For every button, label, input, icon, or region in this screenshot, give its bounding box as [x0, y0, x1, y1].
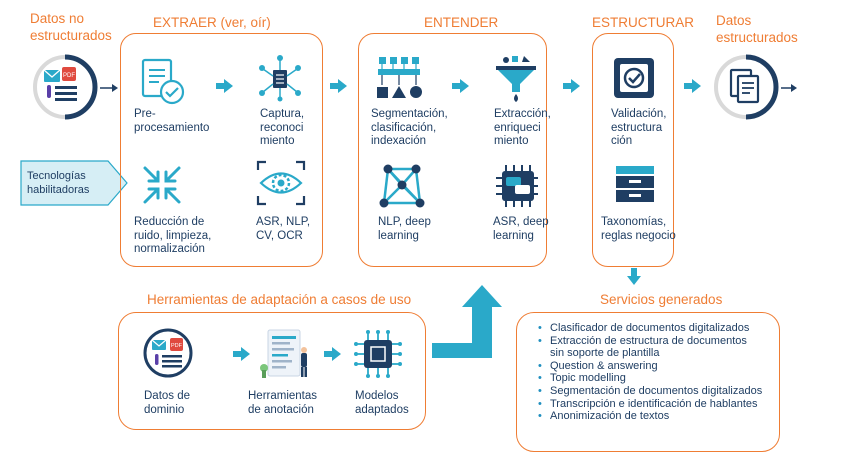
- neural-network-icon: [378, 163, 426, 209]
- herramientas-box: [118, 312, 426, 430]
- reduccion-label: Reducción de ruido, limpieza, normalizac…: [134, 216, 212, 255]
- arrow-icon: [216, 79, 233, 93]
- captura-label: Captura, reconoci miento: [260, 108, 305, 147]
- arrow-right-icon: [100, 84, 118, 92]
- structured-docs-icon: [711, 52, 781, 122]
- datos-no-estructurados-title: Datos no estructurados: [30, 11, 112, 43]
- servicios-title: Servicios generados: [600, 292, 723, 307]
- svg-text:PDF: PDF: [171, 343, 183, 349]
- chip-model-icon: [354, 330, 402, 378]
- arrow-icon: [324, 347, 341, 361]
- chip-chat-icon: [494, 163, 540, 209]
- arrow-icon: [563, 79, 580, 93]
- svg-text:PDF: PDF: [63, 73, 75, 79]
- herramientas-title: Herramientas de adaptación a casos de us…: [147, 292, 412, 307]
- capture-network-icon: [258, 54, 302, 102]
- servicios-box: [516, 312, 780, 452]
- document-check-icon: [141, 58, 187, 106]
- modelos-adaptados-label: Modelos adaptados: [355, 390, 409, 416]
- domain-data-icon: PDF: [143, 328, 193, 378]
- hierarchy-shapes-icon: [376, 55, 422, 103]
- preprocesamiento-label: Pre- procesamiento: [134, 108, 210, 134]
- validation-check-icon: [612, 56, 656, 100]
- list-item: sin soporte de plantilla: [550, 347, 660, 360]
- list-item: Extracción de estructura de documentos: [536, 335, 762, 348]
- archive-drawer-icon: [614, 164, 656, 204]
- servicios-list: Clasificador de documentos digitalizados…: [536, 322, 762, 423]
- entender-box: [358, 33, 547, 267]
- extraer-title: EXTRAER (ver, oír): [153, 15, 271, 30]
- arrow-right-icon: [781, 84, 797, 92]
- arrow-icon: [684, 79, 701, 93]
- asr-nlp-label: ASR, NLP, CV, OCR: [256, 216, 311, 242]
- arrow-icon: [452, 79, 469, 93]
- datos-dominio-label: Datos de dominio: [144, 390, 191, 416]
- arrow-icon: [233, 347, 250, 361]
- compress-arrows-icon: [141, 164, 183, 206]
- validacion-label: Validación, estructura ción: [611, 108, 667, 147]
- extraccion-label: Extracción, enriqueci miento: [494, 108, 551, 147]
- eye-gear-icon: [256, 160, 306, 206]
- nlp-deep-learning-label: NLP, deep learning: [378, 216, 431, 242]
- list-item: Topic modelling: [536, 372, 762, 385]
- feedback-arrow-icon: [432, 283, 512, 358]
- list-item: Clasificador de documentos digitalizados: [536, 322, 762, 335]
- list-item: Question & answering: [536, 360, 762, 373]
- datos-estructurados-title: Datos estructurados: [716, 13, 798, 45]
- asr-deep-learning-label: ASR, deep learning: [493, 216, 549, 242]
- entender-title: ENTENDER: [424, 15, 499, 30]
- list-item: Anonimización de textos: [536, 410, 762, 423]
- annotation-tool-icon: [258, 328, 310, 380]
- taxonomias-label: Taxonomías, reglas negocio: [601, 216, 676, 242]
- estructurar-title: ESTRUCTURAR: [592, 15, 695, 30]
- herramientas-anotacion-label: Herramientas de anotación: [248, 390, 318, 416]
- extraer-box: [120, 33, 323, 267]
- estructurar-box: [592, 33, 674, 267]
- down-arrow-icon: [627, 268, 641, 285]
- list-item: Transcripción e identificación de hablan…: [536, 398, 762, 411]
- unstructured-data-icon: PDF: [30, 52, 100, 122]
- tecnologias-habilitadoras-badge: Tecnologías habilitadoras: [20, 160, 128, 206]
- list-item: Segmentación de documentos digitalizados: [536, 385, 762, 398]
- funnel-icon: [494, 54, 538, 102]
- segmentacion-label: Segmentación, clasificación, indexación: [371, 108, 448, 147]
- arrow-icon: [330, 79, 347, 93]
